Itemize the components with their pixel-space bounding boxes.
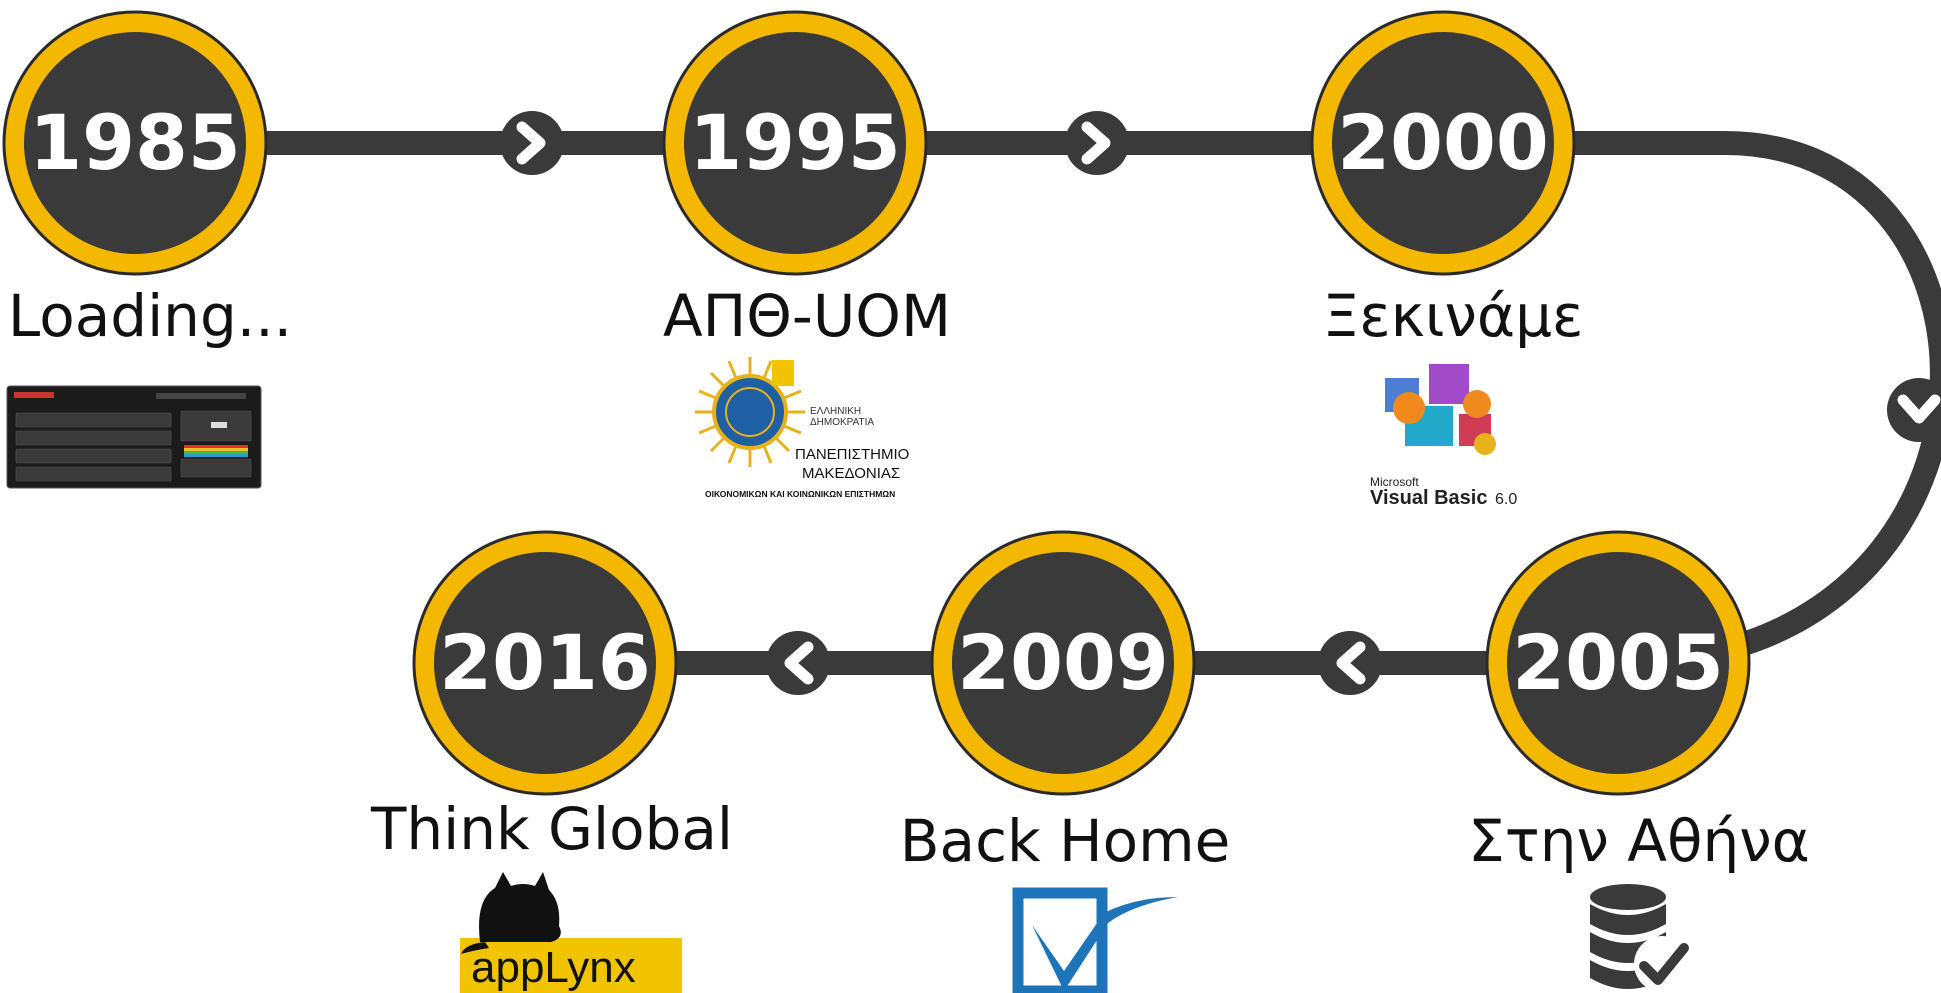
year-label: 1995 xyxy=(689,98,901,187)
milestone-circle xyxy=(684,32,906,254)
arrow-right-icon xyxy=(500,111,564,175)
arrow-left-icon xyxy=(766,631,830,695)
milestone-circle xyxy=(1332,32,1554,254)
university-of-macedonia-logo: ΕΛΛΗΝΙΚΗ ΔΗΜΟΚΡΑΤΙΑ ΠΑΝΕΠΙΣΤΗΜΙΟ ΜΑΚΕΔΟΝ… xyxy=(695,357,909,499)
caption-1995: ΑΠΘ-UOM xyxy=(662,282,952,350)
year-label: 1985 xyxy=(29,98,241,187)
logo-text-line-5: ΟΙΚΟΝΟΜΙΚΩΝ ΚΑΙ ΚΟΙΝΩΝΙΚΩΝ ΕΠΙΣΤΗΜΩΝ xyxy=(705,489,895,499)
vb-microsoft-text: Microsoft xyxy=(1370,475,1419,489)
caption-1985: Loading... xyxy=(7,282,293,350)
arrow-right-icon xyxy=(1065,111,1129,175)
logo-text-line-2: ΔΗΜΟΚΡΑΤΙΑ xyxy=(810,417,874,428)
logo-text-line-1: ΕΛΛΗΝΙΚΗ xyxy=(810,406,861,417)
year-label: 2000 xyxy=(1337,98,1549,187)
milestone-circle xyxy=(952,552,1174,774)
vb-version-text: 6.0 xyxy=(1495,491,1517,508)
zx-spectrum-keyboard-image xyxy=(6,385,262,489)
checkbox-logo xyxy=(1012,887,1178,993)
visual-basic-6-logo: Microsoft Visual Basic 6.0 xyxy=(1370,364,1517,509)
logo-text-line-4: ΜΑΚΕΔΟΝΙΑΣ xyxy=(802,465,900,482)
year-label: 2005 xyxy=(1512,618,1724,707)
caption-2016: Think Global xyxy=(370,795,734,863)
vb-product-text: Visual Basic xyxy=(1370,487,1487,509)
milestone-2000: 2000 xyxy=(1310,10,1576,276)
milestone-circle xyxy=(434,552,656,774)
milestone-circle xyxy=(1507,552,1729,774)
arrow-down-icon xyxy=(1887,378,1941,442)
milestone-2016: 2016 xyxy=(412,530,678,796)
arrow-left-icon xyxy=(1318,631,1382,695)
milestone-circle xyxy=(24,32,246,254)
milestone-1995: 1995 xyxy=(662,10,928,276)
caption-2000: Ξεκινάμε xyxy=(1322,282,1584,350)
year-label: 2009 xyxy=(957,618,1169,707)
caption-2005: Στην Αθήνα xyxy=(1468,807,1810,875)
logo-text-line-3: ΠΑΝΕΠΙΣΤΗΜΙΟ xyxy=(795,446,909,463)
milestone-1985: 1985 xyxy=(2,10,268,276)
year-label: 2016 xyxy=(439,618,651,707)
applynx-text: appLynx xyxy=(471,943,636,992)
database-check-icon xyxy=(1590,884,1690,992)
milestone-2009: 2009 xyxy=(930,530,1196,796)
caption-2009: Back Home xyxy=(899,807,1231,875)
applynx-logo: appLynx xyxy=(460,872,682,993)
milestone-2005: 2005 xyxy=(1485,530,1751,796)
